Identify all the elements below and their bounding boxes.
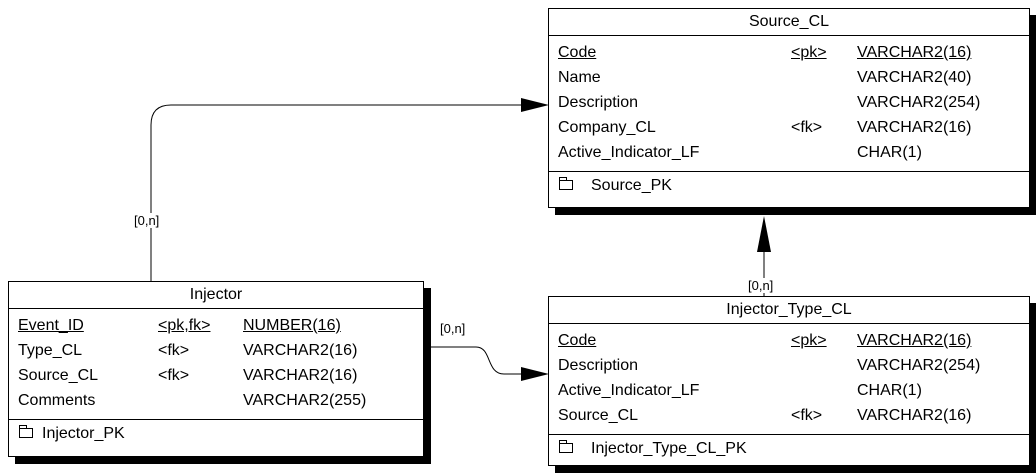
attribute-type: VARCHAR2(16): [857, 407, 972, 424]
attribute-name: Active_Indicator_LF: [558, 382, 700, 399]
attribute-key: <fk>: [158, 367, 190, 384]
cardinality-injector-injectortype: [0,n]: [440, 321, 466, 336]
attribute-type: VARCHAR2(255): [243, 392, 367, 409]
attribute-row[interactable]: Type_CL <fk> VARCHAR2(16): [9, 338, 423, 363]
attribute-name: Name: [558, 69, 601, 86]
cardinality-injector-source: [0,n]: [134, 213, 160, 228]
attribute-type: CHAR(1): [857, 144, 922, 161]
attribute-type: VARCHAR2(16): [857, 332, 972, 349]
arrowhead-source-from-injector: [521, 98, 549, 112]
primary-key-name: Source_PK: [591, 177, 672, 194]
entity-injector-type-cl[interactable]: Injector_Type_CL Code <pk> VARCHAR2(16) …: [548, 296, 1030, 466]
attribute-row[interactable]: Name VARCHAR2(40): [549, 65, 1029, 90]
attribute-name: Source_CL: [18, 367, 99, 384]
arrowhead-injectortype: [521, 367, 549, 381]
attribute-key: <pk,fk>: [158, 317, 211, 334]
attribute-key: <fk>: [158, 342, 190, 359]
attribute-name: Event_ID: [18, 317, 84, 334]
attribute-name: Type_CL: [18, 342, 83, 359]
key-icon: [19, 425, 33, 438]
attribute-name: Code: [558, 332, 597, 349]
entity-source-cl[interactable]: Source_CL Code <pk> VARCHAR2(16) Name VA…: [548, 8, 1030, 208]
attribute-row[interactable]: Active_Indicator_LF CHAR(1): [549, 378, 1029, 403]
entity-injector[interactable]: Injector Event_ID <pk,fk> NUMBER(16) Typ…: [8, 281, 424, 457]
primary-key-row[interactable]: Source_PK: [549, 172, 1029, 200]
attribute-name: Active_Indicator_LF: [558, 144, 700, 161]
entity-title: Injector: [9, 282, 423, 309]
attribute-row[interactable]: Source_CL <fk> VARCHAR2(16): [9, 363, 423, 388]
attribute-row[interactable]: Comments VARCHAR2(255): [9, 388, 423, 413]
attribute-row[interactable]: Code <pk> VARCHAR2(16): [549, 328, 1029, 353]
attribute-row[interactable]: Active_Indicator_LF CHAR(1): [549, 140, 1029, 165]
link-injector-injectortype: [424, 346, 535, 375]
attribute-list: Code <pk> VARCHAR2(16) Name VARCHAR2(40)…: [549, 36, 1029, 172]
key-icon: [559, 177, 573, 190]
entity-title: Source_CL: [549, 9, 1029, 36]
attribute-name: Comments: [18, 392, 96, 409]
attribute-key: <pk>: [791, 332, 827, 349]
attribute-row[interactable]: Description VARCHAR2(254): [549, 353, 1029, 378]
attribute-name: Company_CL: [558, 119, 656, 136]
attribute-type: VARCHAR2(254): [857, 357, 981, 374]
attribute-name: Description: [558, 94, 639, 111]
attribute-type: CHAR(1): [857, 382, 922, 399]
link-injector-source: [150, 104, 535, 281]
entity-title: Injector_Type_CL: [549, 297, 1029, 324]
attribute-list: Code <pk> VARCHAR2(16) Description VARCH…: [549, 324, 1029, 435]
attribute-name: Description: [558, 357, 639, 374]
arrowhead-source-from-injectortype: [757, 216, 771, 252]
primary-key-row[interactable]: Injector_Type_CL_PK: [549, 435, 1029, 463]
attribute-type: VARCHAR2(16): [857, 44, 972, 61]
attribute-row[interactable]: Source_CL <fk> VARCHAR2(16): [549, 403, 1029, 428]
primary-key-row[interactable]: Injector_PK: [9, 420, 423, 448]
attribute-type: NUMBER(16): [243, 317, 341, 334]
attribute-name: Code: [558, 44, 597, 61]
attribute-list: Event_ID <pk,fk> NUMBER(16) Type_CL <fk>…: [9, 309, 423, 420]
attribute-name: Source_CL: [558, 407, 639, 424]
key-icon: [559, 440, 573, 453]
attribute-row[interactable]: Company_CL <fk> VARCHAR2(16): [549, 115, 1029, 140]
attribute-type: VARCHAR2(40): [857, 69, 972, 86]
attribute-type: VARCHAR2(254): [857, 94, 981, 111]
attribute-key: <fk>: [791, 407, 823, 424]
attribute-row[interactable]: Code <pk> VARCHAR2(16): [549, 40, 1029, 65]
attribute-key: <fk>: [791, 119, 823, 136]
attribute-row[interactable]: Event_ID <pk,fk> NUMBER(16): [9, 313, 423, 338]
attribute-key: <pk>: [791, 44, 827, 61]
primary-key-name: Injector_Type_CL_PK: [591, 440, 747, 457]
primary-key-name: Injector_PK: [42, 425, 125, 442]
attribute-type: VARCHAR2(16): [857, 119, 972, 136]
attribute-type: VARCHAR2(16): [243, 342, 358, 359]
cardinality-injectortype-source: [0,n]: [748, 278, 774, 293]
attribute-type: VARCHAR2(16): [243, 367, 358, 384]
attribute-row[interactable]: Description VARCHAR2(254): [549, 90, 1029, 115]
